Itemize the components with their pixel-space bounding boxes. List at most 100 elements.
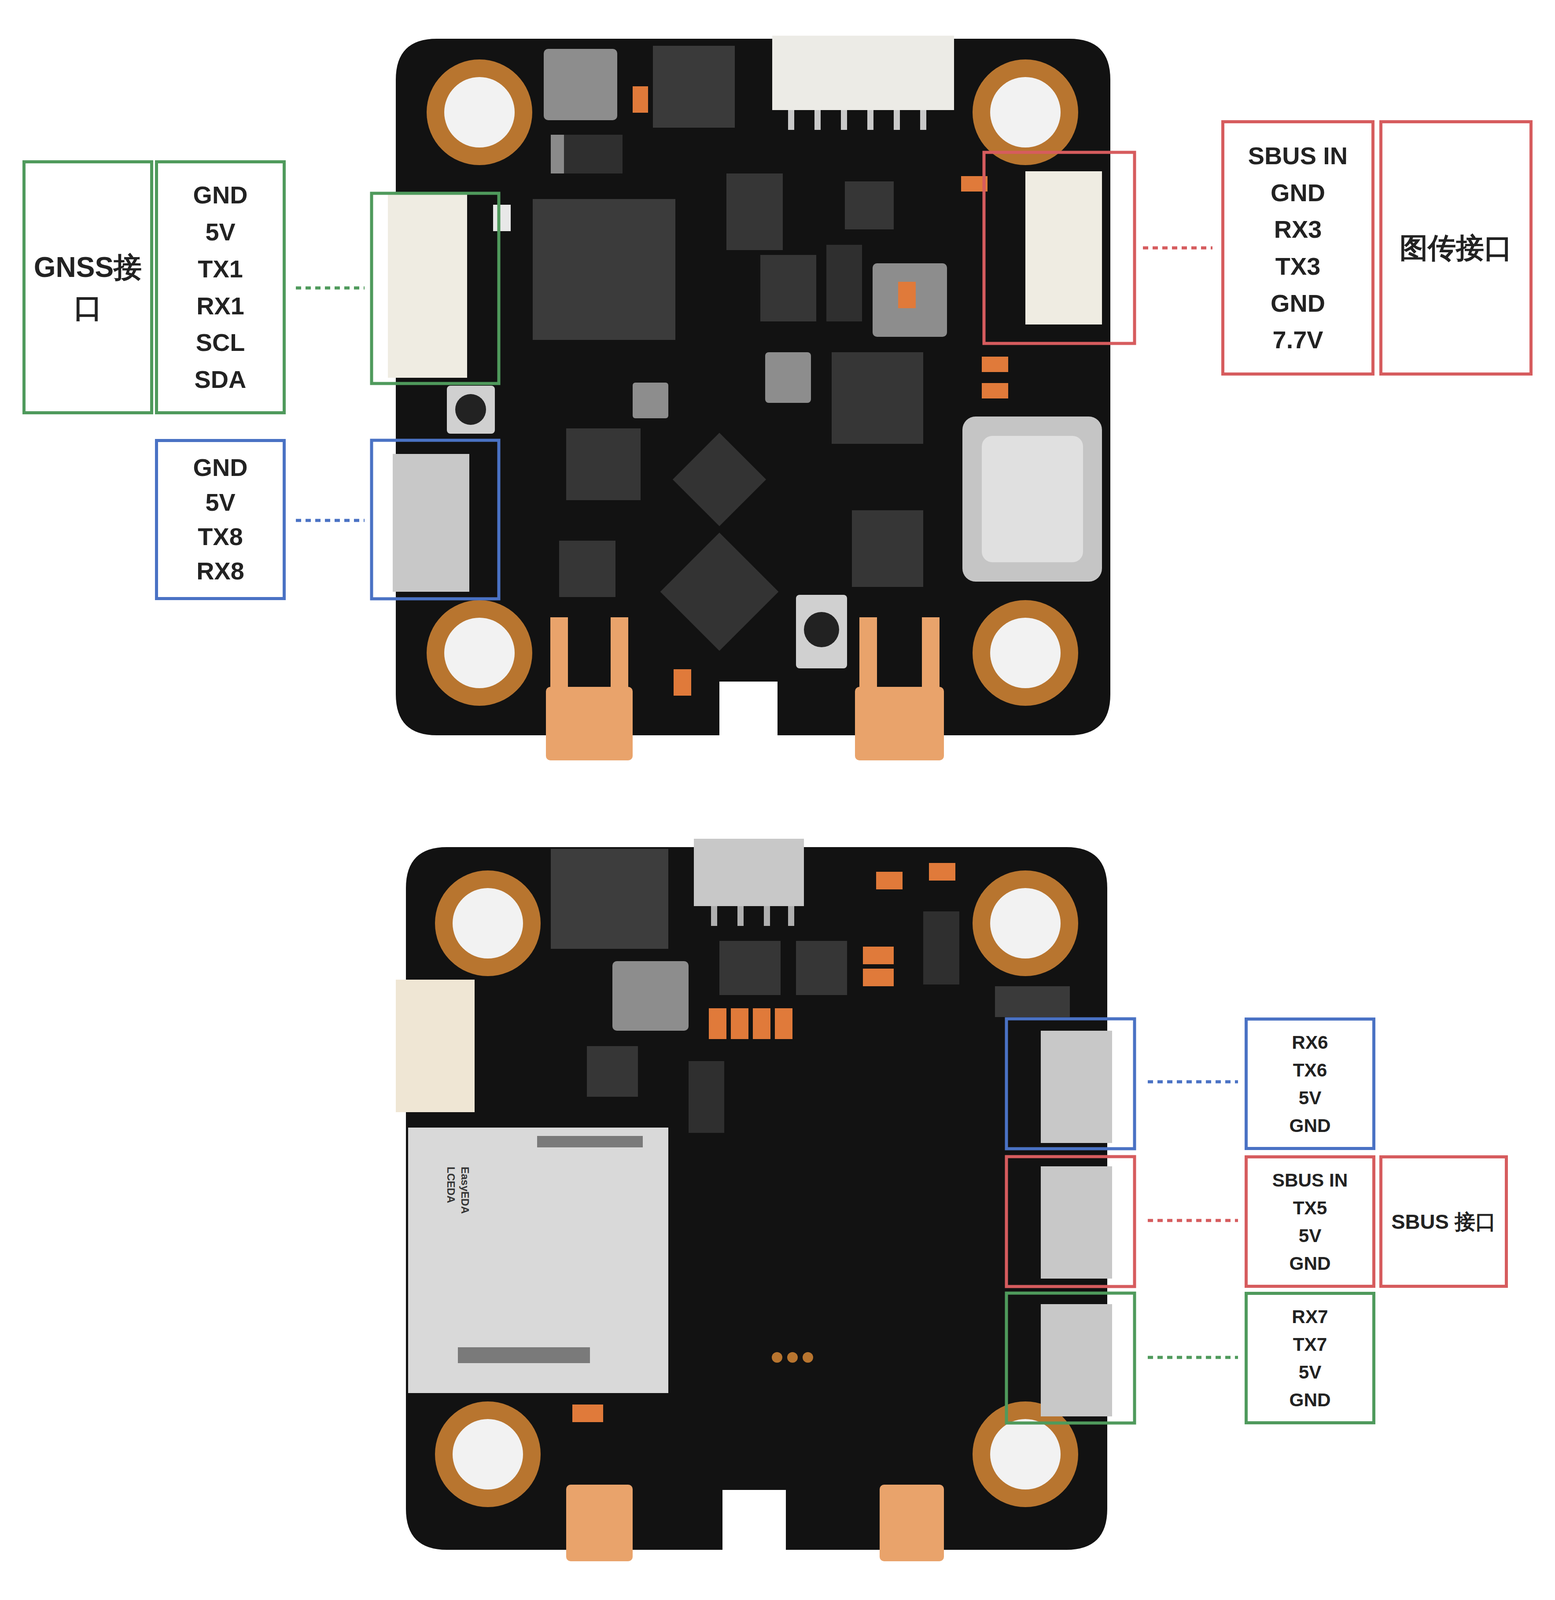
pin-label: GND (1289, 1249, 1331, 1278)
power-pad (610, 617, 629, 693)
test-point (771, 1352, 783, 1363)
pin-label: GND (193, 176, 248, 214)
diode (923, 911, 960, 985)
mount-hole (990, 1418, 1061, 1490)
mount-hole (990, 77, 1061, 148)
pin-label: TX3 (1275, 247, 1321, 285)
pin-label: SBUS 接口 (1391, 1206, 1497, 1238)
capacitor (572, 1404, 604, 1423)
power-pad (545, 686, 633, 761)
pin (893, 110, 900, 130)
chip (586, 1046, 638, 1097)
power-pad (566, 1484, 633, 1562)
mount-hole (434, 870, 541, 977)
mount-hole (426, 59, 533, 166)
chip (719, 940, 781, 995)
mount-hole (972, 600, 1079, 706)
pin-label: GND (1289, 1111, 1331, 1140)
leader-line (1147, 1219, 1239, 1223)
power-pad (854, 686, 944, 761)
chip (566, 428, 641, 501)
chip (760, 254, 817, 322)
power-pad (859, 617, 877, 693)
power-pad (921, 617, 940, 693)
capacitor (928, 862, 956, 881)
pin-label: GND (1270, 284, 1326, 322)
chip (652, 45, 735, 128)
pin-label: SDA (194, 361, 247, 398)
pin-label: 5V (205, 485, 236, 520)
connector (693, 838, 804, 907)
pin (711, 906, 718, 926)
diode (550, 134, 623, 174)
callout-outline (1006, 1293, 1135, 1423)
pin-label: TX5 (1293, 1193, 1328, 1222)
power-pad (550, 617, 568, 693)
chip (660, 532, 779, 652)
label-box: GND5VTX8RX8 (154, 438, 286, 601)
chip (844, 181, 894, 230)
usb-c-shell (981, 435, 1084, 563)
button (446, 385, 495, 434)
connector (772, 35, 955, 111)
connector (1040, 1304, 1113, 1417)
sd-card-latch (537, 1135, 643, 1148)
pin (788, 906, 795, 926)
connector (392, 453, 470, 592)
capacitor (774, 1008, 793, 1040)
chip (994, 986, 1070, 1018)
diode (826, 244, 863, 322)
callout-outline (983, 152, 1135, 344)
capacitor (752, 1008, 771, 1040)
capacitor (862, 946, 894, 965)
pin-label: RX6 (1291, 1028, 1328, 1057)
connector (1040, 1166, 1113, 1279)
leader-line (1147, 1080, 1239, 1084)
sd-card-latch (457, 1347, 590, 1364)
mcu-chip (532, 198, 676, 340)
leader-line (295, 519, 365, 523)
mount-hole (434, 1401, 541, 1508)
sensor (765, 352, 811, 403)
pin-label: TX1 (197, 250, 243, 288)
chip (559, 540, 616, 597)
sensor (632, 382, 669, 419)
label-box: SBUS 接口 (1379, 1155, 1508, 1288)
capacitor (981, 383, 1009, 399)
button-cap (803, 611, 840, 648)
pin-label: GND (1289, 1385, 1331, 1414)
inductor (872, 263, 948, 337)
pin-label: SCL (195, 324, 246, 362)
sd-card-slot (408, 1127, 669, 1393)
capacitor (730, 1008, 749, 1040)
pcb-bottom (405, 847, 1108, 1550)
pin (763, 906, 771, 926)
label-box: RX6TX65VGND (1244, 1017, 1376, 1150)
pin-label: RX7 (1291, 1302, 1328, 1331)
pin-label: GNSS接口 (29, 246, 146, 328)
capacitor (632, 86, 649, 113)
connector (1040, 1030, 1113, 1143)
chip (831, 352, 924, 444)
callout-outline (1006, 1156, 1135, 1287)
pcb-top (395, 38, 1111, 736)
capacitor (673, 669, 692, 696)
capacitor (862, 968, 894, 987)
pin-label: RX3 (1274, 210, 1323, 248)
label-box: 图传接口 (1379, 120, 1533, 376)
pin-label: TX8 (197, 519, 243, 554)
pin-label: 5V (1298, 1358, 1322, 1386)
leader-line (295, 286, 365, 290)
mount-hole (972, 59, 1079, 166)
label-box: SBUS INGNDRX3TX3GND7.7V (1221, 120, 1375, 376)
pin-label: SBUS IN (1248, 137, 1348, 175)
pin-label: RX8 (196, 553, 245, 589)
mount-hole (990, 888, 1061, 959)
leader-line (1147, 1356, 1239, 1360)
pin-label: GND (1270, 174, 1326, 212)
connector (1025, 171, 1102, 325)
leader-line (1142, 246, 1213, 250)
test-point (802, 1352, 814, 1363)
diode (688, 1061, 725, 1133)
pin-label: 5V (205, 213, 236, 251)
